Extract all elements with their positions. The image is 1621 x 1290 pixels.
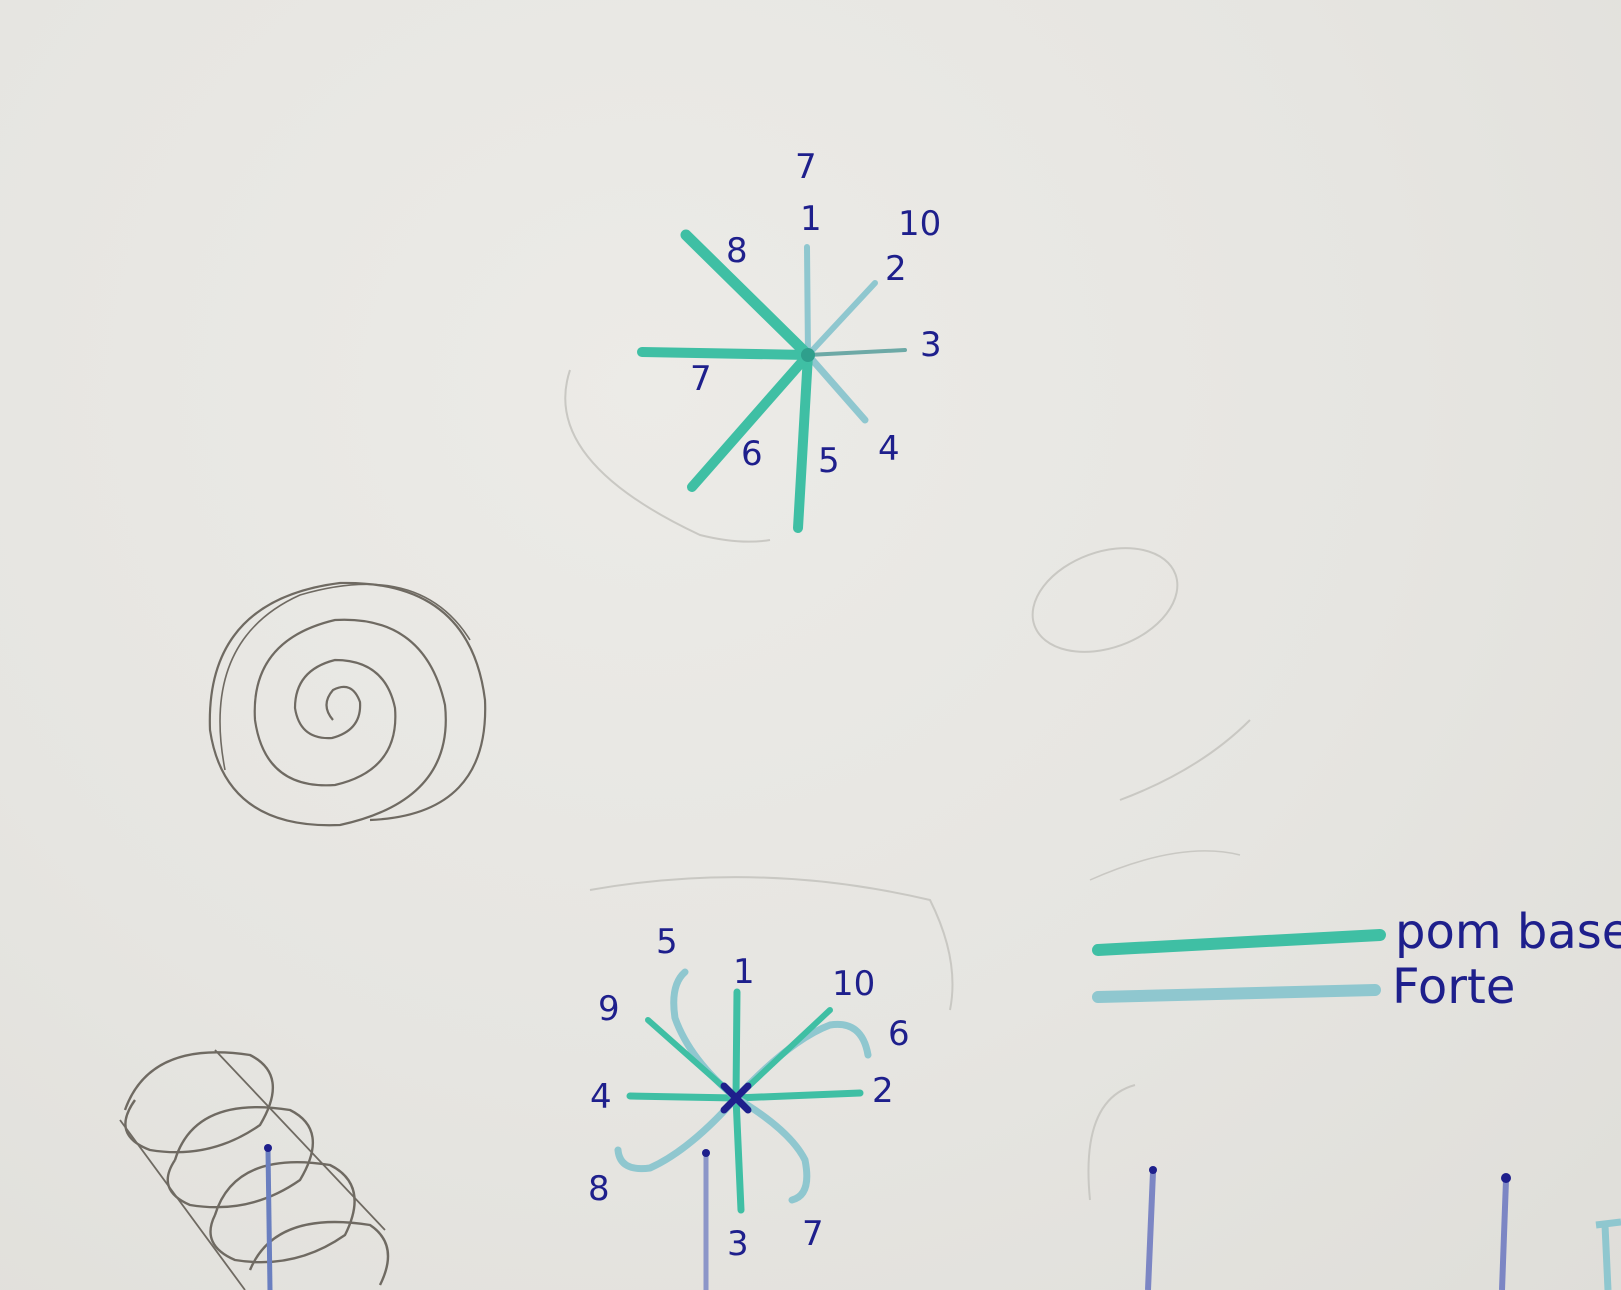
star1-label-3: 3	[920, 325, 942, 365]
star1-label-7: 7	[690, 359, 712, 399]
star2-stroke-2	[732, 1089, 864, 1102]
star2-label-7: 7	[802, 1214, 824, 1254]
star2-stroke-7	[732, 1094, 811, 1204]
star1-label-2: 2	[885, 249, 907, 289]
star2-label-2: 2	[872, 1071, 894, 1111]
star1-stroke-8	[680, 229, 814, 361]
star1-label-10: 10	[898, 204, 941, 244]
star1-stroke-6	[687, 350, 813, 492]
star1-label-4: 4	[878, 429, 900, 469]
star2-label-6: 6	[888, 1014, 910, 1054]
legend-swatch-forte	[1092, 984, 1381, 1003]
legend-label-base: pom base	[1395, 904, 1621, 960]
legend-label-forte: Forte	[1392, 959, 1515, 1015]
bottom-marker-strokes	[1145, 1166, 1621, 1290]
star1-stroke-1	[804, 244, 811, 358]
star2-label-4: 4	[590, 1077, 612, 1117]
star1-stroke-7	[637, 347, 813, 360]
star1-stroke-2	[805, 280, 878, 358]
star1-label-top: 7	[795, 147, 817, 187]
marker-stroke-right	[1499, 1179, 1509, 1290]
star2-stroke-10	[733, 1007, 833, 1101]
star2-stroke-5	[670, 968, 740, 1102]
star1-label-8: 8	[726, 231, 748, 271]
marker-stroke-left	[1145, 1171, 1156, 1290]
star2-label-8: 8	[588, 1169, 610, 1209]
star1-center-dot	[801, 348, 815, 362]
star2-stroke-4	[626, 1092, 740, 1102]
star2-stroke-8	[614, 1094, 740, 1173]
star-diagram-bottom: 5 1 10 9 6 4 2 8 3 7	[588, 922, 910, 1290]
star2-stroke-3	[732, 1094, 745, 1214]
star1-stroke-3	[806, 348, 907, 357]
pencil-spiral-drawing	[208, 581, 487, 827]
legend-swatch-base	[1092, 929, 1386, 956]
pencil-coil-drawing	[119, 1049, 390, 1290]
star2-center-x	[720, 1082, 752, 1114]
star2-label-1: 1	[733, 952, 755, 992]
star2-label-5: 5	[656, 922, 678, 962]
legend: pom base Forte	[1092, 904, 1621, 1015]
faint-background-marks	[564, 369, 1251, 1201]
star1-label-1: 1	[800, 199, 822, 239]
star2-label-9: 9	[598, 989, 620, 1029]
star2-label-10: 10	[832, 964, 875, 1004]
star1-stroke-4	[804, 351, 869, 424]
star1-label-6: 6	[741, 434, 763, 474]
star2-stroke-1	[732, 988, 741, 1102]
star-diagram-top: 7 1 10 8 2 3 7 6 5 4	[637, 147, 942, 533]
star1-label-5: 5	[818, 441, 840, 481]
marker-stroke-edge	[1595, 1218, 1621, 1290]
star2-label-3: 3	[727, 1224, 749, 1264]
star1-stroke-5	[793, 350, 813, 533]
